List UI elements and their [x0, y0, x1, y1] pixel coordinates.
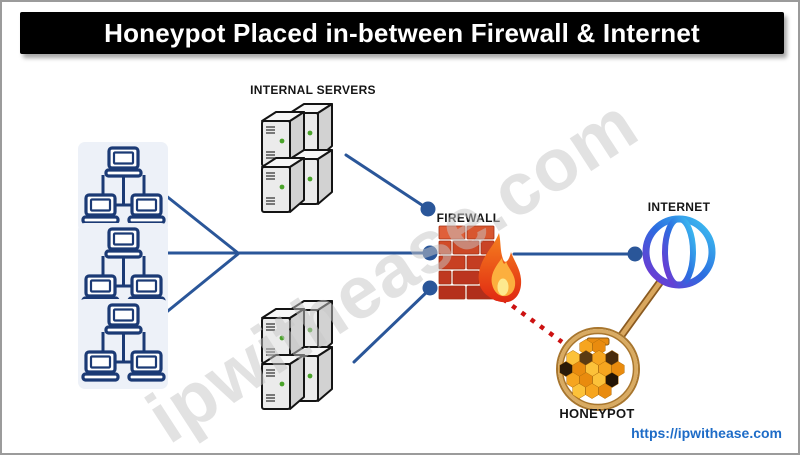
- internet-label: INTERNET: [647, 200, 711, 214]
- internet-globe-icon: [642, 215, 716, 289]
- magnifier-handle: [617, 270, 670, 340]
- internal-servers-label: INTERNAL SERVERS: [250, 83, 376, 97]
- workstation-cluster-icon: [78, 142, 168, 232]
- site-url-link[interactable]: https://ipwithease.com: [631, 425, 782, 441]
- firewall-label: FIREWALL: [436, 211, 501, 225]
- honeypot-label: HONEYPOT: [559, 406, 635, 421]
- flame-icon: [478, 233, 522, 303]
- server-stack-icon: [262, 104, 332, 212]
- page-title: Honeypot Placed in-between Firewall & In…: [104, 17, 700, 48]
- connection-lines: [156, 153, 637, 364]
- honeypot-icon: [556, 327, 640, 411]
- workstation-cluster-icon: [78, 299, 168, 389]
- title-bar: Honeypot Placed in-between Firewall & In…: [20, 12, 784, 54]
- server-stack-icon: [262, 301, 332, 409]
- connection-dots: [420, 201, 643, 296]
